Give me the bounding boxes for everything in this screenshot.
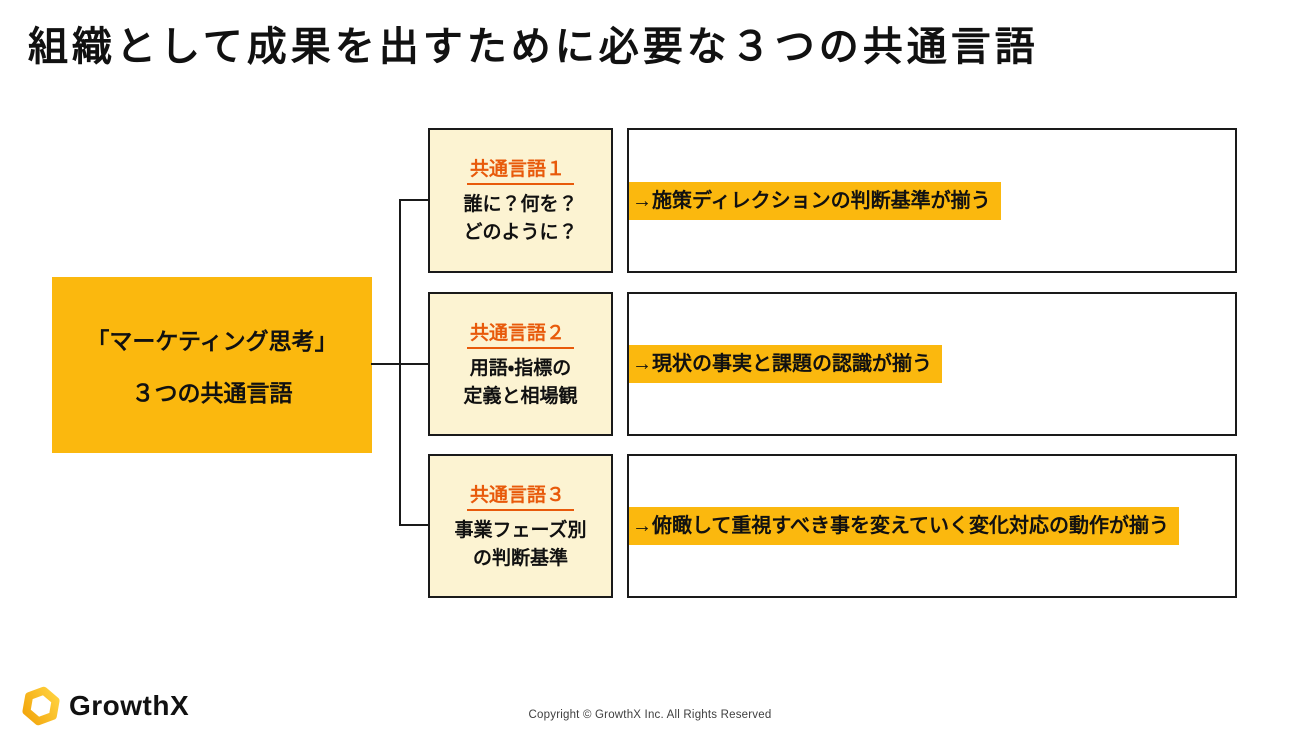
common-language-1-label: 共通言語１ xyxy=(466,154,574,186)
outcome-1-highlighted-text: →施策ディレクションの判断基準が揃う xyxy=(629,181,1001,220)
outcome-box-1: →施策ディレクションの判断基準が揃う xyxy=(627,128,1237,273)
root-box-line2: ３つの共通言語 xyxy=(131,380,293,406)
connector-line-vertical xyxy=(399,199,401,526)
logo-wordmark: GrowthX xyxy=(69,690,190,721)
common-language-box-3: 共通言語３ 事業フェーズ別 の判断基準 xyxy=(428,454,613,598)
common-language-box-2: 共通言語２ 用語・指標の 定義と相場観 xyxy=(428,292,613,436)
common-language-2-label: 共通言語２ xyxy=(466,318,574,349)
root-concept-box: 「マーケティング思考」 ３つの共通言語 xyxy=(52,277,372,453)
outcome-box-3: →俯瞰して重視すべき事を変えていく変化対応の動作が揃う xyxy=(627,454,1237,598)
common-language-3-body-line1: 事業フェーズ別 xyxy=(454,519,587,541)
page-title: 組織として成果を出すために必要な３つの共通言語 xyxy=(28,25,1039,69)
common-language-2-body-line2: 定義と相場観 xyxy=(463,385,578,407)
common-language-3-body-line2: の判断基準 xyxy=(472,547,568,569)
growthx-logo: GrowthX xyxy=(21,686,189,726)
root-box-line1: 「マーケティング思考」 xyxy=(86,328,338,354)
outcome-2-highlighted-text: →現状の事実と課題の認識が揃う xyxy=(629,345,942,383)
connector-line-row1 xyxy=(399,199,429,201)
common-language-1-body-line2: どのように？ xyxy=(463,222,578,243)
connector-line-row3 xyxy=(399,524,429,526)
common-language-1-body-line1: 誰に？何を？ xyxy=(463,194,578,216)
common-language-2-body-line1: 用語・指標の xyxy=(469,357,572,379)
hexagon-ring-icon xyxy=(22,686,60,726)
outcome-3-highlighted-text: →俯瞰して重視すべき事を変えていく変化対応の動作が揃う xyxy=(629,507,1179,545)
copyright-text: Copyright © GrowthX Inc. All Rights Rese… xyxy=(528,709,772,721)
outcome-box-2: →現状の事実と課題の認識が揃う xyxy=(627,292,1237,436)
common-language-3-label: 共通言語３ xyxy=(466,480,574,511)
common-language-box-1: 共通言語１ 誰に？何を？ どのように？ xyxy=(428,128,613,273)
